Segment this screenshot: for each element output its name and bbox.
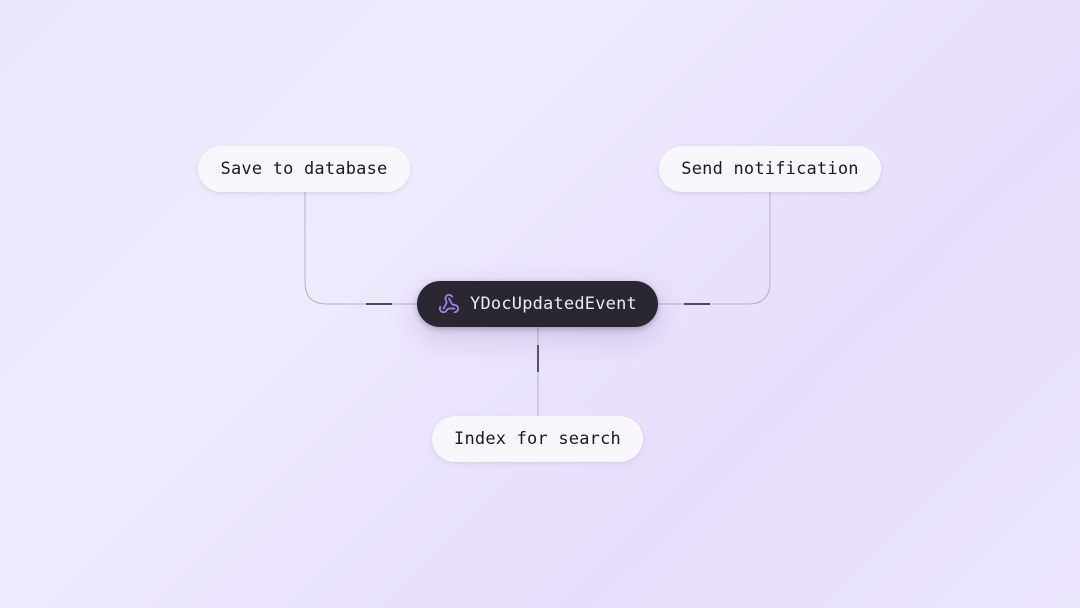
connector-notify — [658, 192, 771, 305]
save-to-database-node: Save to database — [198, 146, 410, 192]
send-notification-node: Send notification — [659, 146, 881, 192]
webhook-icon — [438, 293, 460, 315]
index-for-search-node: Index for search — [432, 416, 643, 462]
index-for-search-label: Index for search — [454, 429, 621, 449]
send-notification-label: Send notification — [681, 159, 859, 179]
ydoc-updated-event-node: YDocUpdatedEvent — [417, 281, 658, 327]
save-to-database-label: Save to database — [220, 159, 388, 179]
ydoc-updated-event-label: YDocUpdatedEvent — [470, 294, 637, 314]
connector-save — [304, 192, 417, 305]
